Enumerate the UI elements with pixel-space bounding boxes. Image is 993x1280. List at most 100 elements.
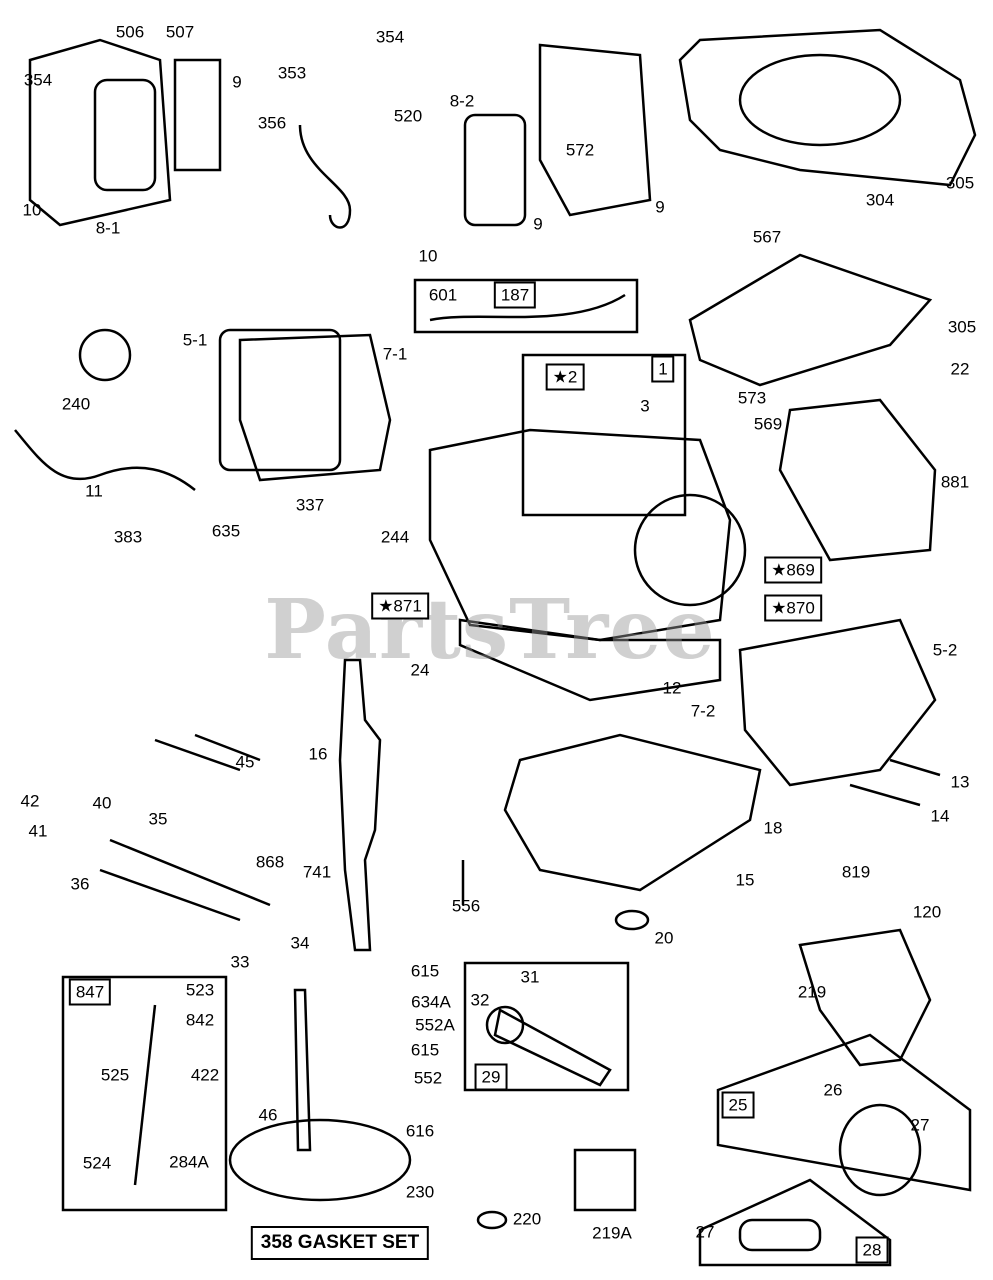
- part-label: 29: [474, 1063, 508, 1091]
- part-label: 11: [85, 481, 103, 501]
- part-label: 15: [735, 870, 755, 890]
- part-label: 741: [302, 862, 332, 882]
- valve-45-b: [194, 733, 261, 762]
- ground-wire-356: [298, 124, 352, 229]
- part-label: 353: [277, 63, 307, 83]
- bracket-1: [521, 353, 687, 517]
- part-label: 354: [23, 70, 53, 90]
- sump-18: [503, 733, 762, 892]
- piston-pin-box-28: [698, 1178, 892, 1267]
- part-label: 354: [375, 27, 405, 47]
- gasket-9: [173, 58, 222, 172]
- part-label: 27: [910, 1115, 930, 1135]
- part-label: 24: [410, 660, 430, 680]
- air-guide-572: [538, 43, 652, 217]
- part-label: 881: [940, 472, 970, 492]
- fuel-line-11: [14, 429, 196, 491]
- part-label: 5-2: [932, 640, 958, 660]
- part-label: 616: [405, 1121, 435, 1141]
- part-label: 601: [428, 285, 458, 305]
- part-label: 284A: [169, 1152, 209, 1172]
- part-label: 9: [232, 72, 242, 92]
- part-label: 635: [211, 521, 241, 541]
- part-label: 819: [841, 862, 871, 882]
- part-label: 219A: [592, 1223, 632, 1243]
- crankcase-gasket-12: [458, 618, 722, 702]
- part-label: 120: [912, 902, 942, 922]
- part-label: 305: [945, 173, 975, 193]
- part-label: 45: [235, 752, 255, 772]
- part-label: 8-2: [449, 91, 475, 111]
- part-label: ★870: [764, 594, 822, 622]
- part-label: 25: [721, 1091, 755, 1119]
- part-label: 9: [655, 197, 665, 217]
- part-label: 9: [533, 214, 543, 234]
- air-guide-8-2: [463, 113, 527, 227]
- part-label: 304: [865, 190, 895, 210]
- governor-219: [798, 928, 932, 1067]
- part-label: 10: [418, 246, 438, 266]
- part-label: 244: [380, 527, 410, 547]
- connecting-rod-29: [493, 1008, 612, 1087]
- dipstick-tube-525: [133, 1004, 157, 1186]
- part-label: 230: [405, 1182, 435, 1202]
- part-label: 46: [258, 1105, 278, 1125]
- part-label: 32: [470, 990, 490, 1010]
- cylinder-bore: [633, 493, 747, 607]
- fuel-filter-240: [78, 328, 132, 382]
- part-label: 842: [185, 1010, 215, 1030]
- part-label: ★869: [764, 556, 822, 584]
- part-label: 634A: [411, 992, 451, 1012]
- part-label: 337: [295, 495, 325, 515]
- part-label: 7-1: [382, 344, 408, 364]
- dipstick-box: [61, 975, 228, 1212]
- watermark: PartsTree: [264, 582, 716, 678]
- part-label: 520: [393, 106, 423, 126]
- part-label: 18: [763, 818, 783, 838]
- part-label: 219: [797, 982, 827, 1002]
- gasket-set-label: 358 GASKET SET: [250, 1226, 430, 1260]
- blower-housing-opening: [738, 53, 902, 147]
- cylinder-head-5-2: [738, 618, 937, 787]
- part-label: 42: [20, 791, 40, 811]
- cylinder-head-5-1: [218, 328, 342, 472]
- engine-block: [428, 428, 732, 642]
- part-label: 41: [28, 821, 48, 841]
- part-label: 240: [61, 394, 91, 414]
- part-label: 1: [651, 355, 675, 383]
- part-label: 523: [185, 980, 215, 1000]
- part-label: 556: [451, 896, 481, 916]
- blower-housing: [678, 28, 977, 187]
- part-label: 40: [92, 793, 112, 813]
- part-label: 615: [410, 961, 440, 981]
- bolt-14: [849, 783, 921, 807]
- part-label: 33: [230, 952, 250, 972]
- wire-assembly-box: [413, 278, 639, 334]
- air-guide-8-1: [28, 38, 172, 227]
- wire-601: [429, 293, 626, 322]
- head-gasket-7-1: [238, 333, 392, 482]
- part-label: 8-1: [95, 218, 121, 238]
- piston-pin: [738, 1218, 822, 1252]
- bolt-13: [889, 758, 941, 777]
- part-label: 356: [257, 113, 287, 133]
- part-label: 569: [753, 414, 783, 434]
- part-label: 26: [823, 1080, 843, 1100]
- part-label: 506: [115, 22, 145, 42]
- air-guide-box: [93, 78, 157, 192]
- part-label: 27: [695, 1222, 715, 1242]
- part-label: 16: [308, 744, 328, 764]
- part-label: 35: [148, 809, 168, 829]
- valve-34: [109, 838, 271, 907]
- part-label: 573: [737, 388, 767, 408]
- valve-45-a: [154, 738, 241, 772]
- part-label: 567: [752, 227, 782, 247]
- rod-big-end: [485, 1005, 525, 1045]
- connecting-rod-box: [463, 961, 630, 1092]
- part-label: 383: [113, 527, 143, 547]
- part-label: 524: [82, 1153, 112, 1173]
- part-label: 7-2: [690, 701, 716, 721]
- part-label: 507: [165, 22, 195, 42]
